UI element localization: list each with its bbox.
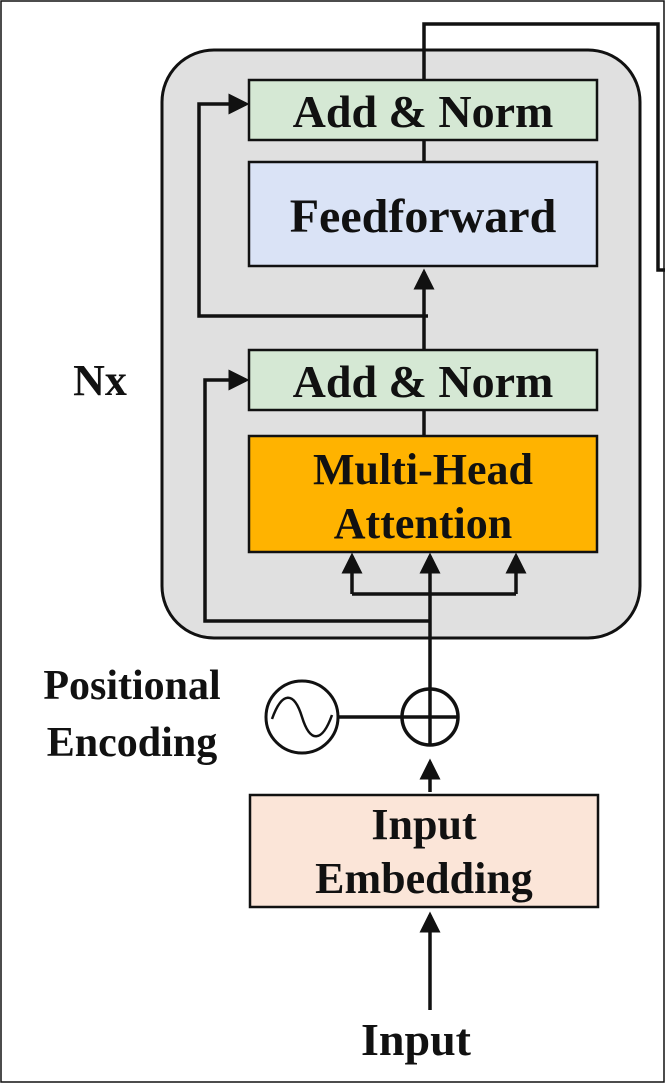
residual-bottom-line [203, 369, 430, 623]
repeat-count-label: Nx [73, 356, 127, 405]
attention-label-line1: Multi-Head [313, 445, 533, 494]
sine-wave-icon [264, 679, 340, 755]
sum-operator-icon [400, 687, 460, 747]
feedforward-box [247, 160, 599, 268]
feedforward-label: Feedforward [290, 190, 557, 243]
add-norm-bottom-box [247, 348, 599, 412]
positional-encoding-label-line1: Positional [43, 663, 220, 709]
embedding-label-line2: Embedding [315, 854, 533, 903]
input-label: Input [361, 1014, 472, 1065]
input-embedding-box [248, 793, 600, 909]
add-norm-bottom-label: Add & Norm [293, 356, 554, 407]
attention-label-line2: Attention [334, 499, 512, 548]
add-norm-top-label: Add & Norm [293, 86, 554, 137]
embedding-label-line1: Input [371, 800, 477, 849]
residual-top-line [197, 93, 428, 318]
positional-encoding-label-line2: Encoding [47, 720, 217, 766]
multi-head-attention-box [247, 434, 599, 554]
connectors [197, 22, 665, 1010]
add-norm-top-box [247, 78, 599, 142]
output-line [422, 22, 665, 272]
